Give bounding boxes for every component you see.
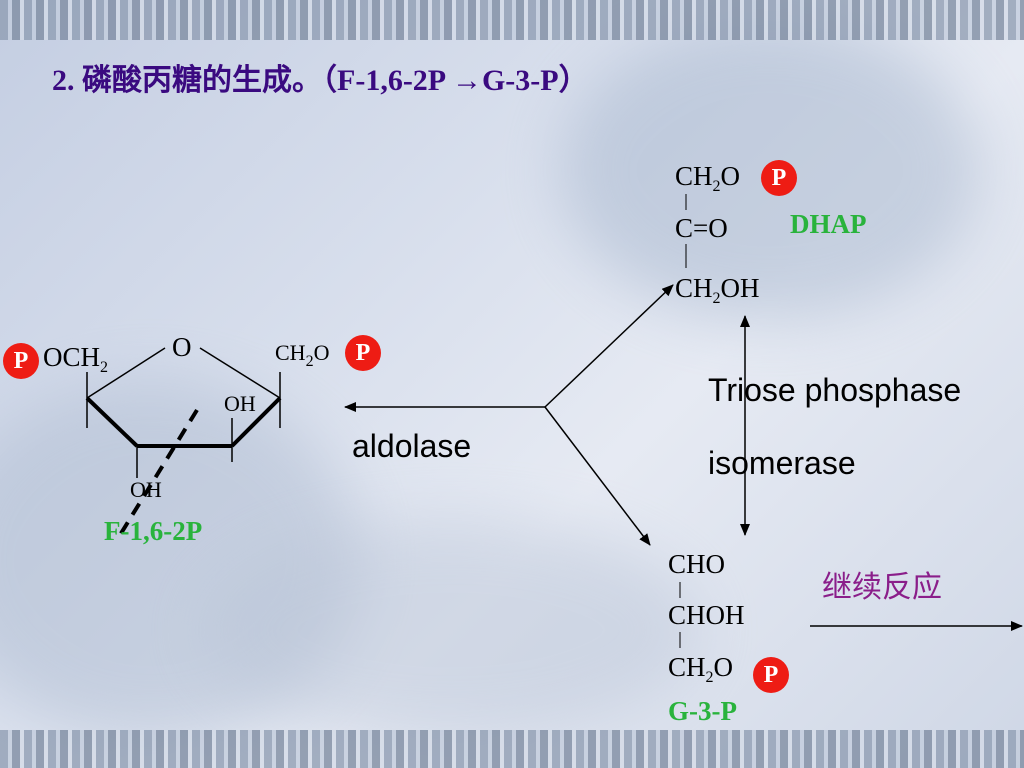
aldolase-arrows [344, 284, 674, 546]
furanose-ring [85, 347, 282, 537]
dhap-ch2oh: CH2OH [675, 273, 760, 307]
dhap-ch2o: CH2O [675, 161, 741, 195]
hydroxyl-upper: OH [224, 391, 256, 416]
phosphate-badge: P [345, 335, 381, 371]
g3p-choh: CHOH [668, 600, 745, 630]
phosphate-badge: P [761, 160, 797, 196]
bottom-border-band [0, 730, 1024, 768]
hydroxyl-lower: OH [130, 477, 162, 502]
phosphate-badge: P [3, 343, 39, 379]
ring-oxygen: O [172, 332, 192, 362]
isomerase-label-line1: Triose phosphase [708, 372, 962, 408]
g3p-label: G-3-P [668, 696, 737, 726]
aldolase-label: aldolase [352, 428, 472, 464]
g3p-ch2o: CH2O [668, 652, 734, 686]
background-cloud [200, 520, 700, 740]
top-border-band [0, 0, 1024, 40]
g3p-aldehyde: CHO [668, 549, 726, 579]
isomerase-label-line2: isomerase [708, 445, 856, 481]
dhap-carbonyl: C=O [675, 213, 728, 243]
phosphate-badge: P [753, 657, 789, 693]
dhap-label: DHAP [790, 209, 867, 239]
slide-title: 2. 磷酸丙糖的生成。（F-1,6-2P →G-3-P） [52, 64, 589, 97]
continue-reaction-label: 继续反应 [822, 570, 942, 605]
och2-group: OCH2 [43, 342, 109, 376]
f16bp-label: F-1,6-2P [104, 516, 203, 546]
ch2o-group: CH2O [275, 340, 330, 370]
